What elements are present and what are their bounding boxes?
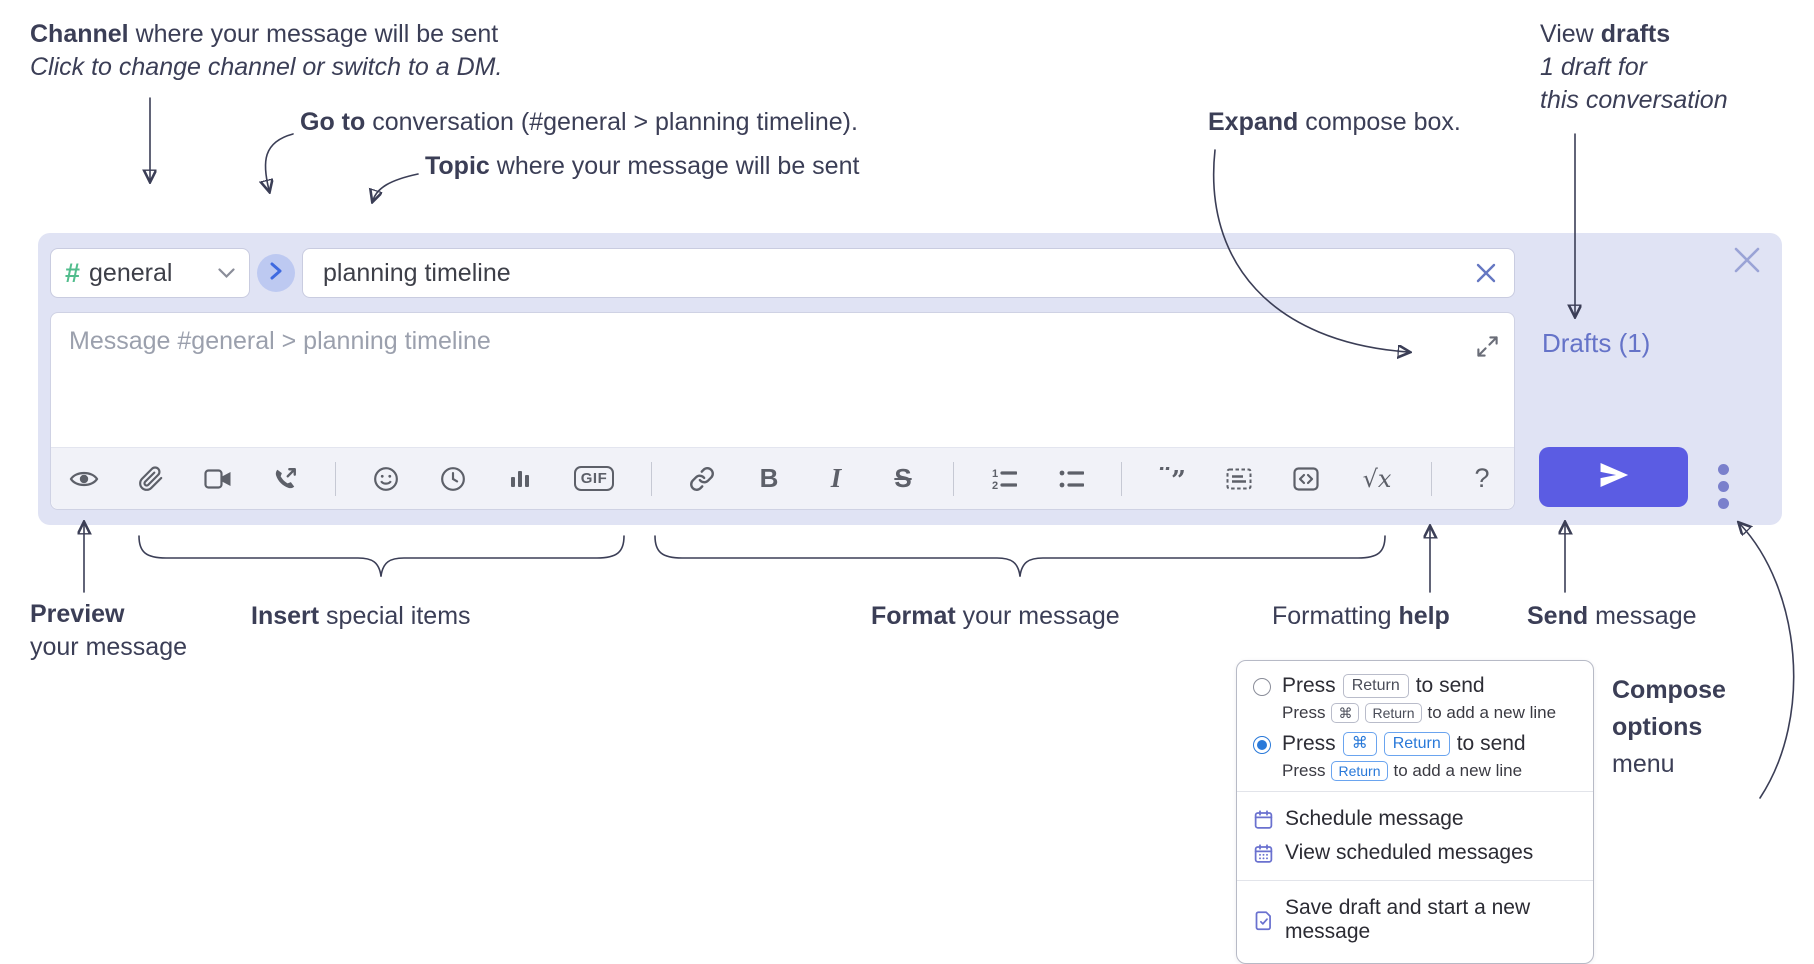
menu-divider — [1237, 791, 1593, 792]
send-button[interactable] — [1539, 447, 1688, 507]
toolbar-divider — [1431, 461, 1432, 496]
annotation-compose-options: Compose options menu — [1612, 676, 1726, 778]
numbered-list-icon[interactable]: 1 2 — [987, 462, 1021, 496]
save-draft-icon — [1255, 910, 1271, 930]
svg-text:1: 1 — [992, 468, 998, 480]
voice-call-icon[interactable] — [268, 462, 302, 496]
bold-icon[interactable]: B — [759, 463, 779, 493]
svg-text:2: 2 — [992, 480, 998, 491]
annotation-formatting-help: Formatting help — [1272, 602, 1450, 630]
annotation-format: Format your message — [871, 602, 1120, 630]
code-icon[interactable] — [1289, 462, 1323, 496]
option-enter-sends[interactable]: Press Return to send Press ⌘ Return to a… — [1253, 674, 1577, 723]
svg-text:”: ” — [1171, 467, 1186, 491]
kbd-return: Return — [1331, 761, 1388, 781]
menu-item-save-draft-new-message[interactable]: Save draft and start a new message — [1253, 891, 1577, 949]
global-time-icon[interactable] — [436, 462, 470, 496]
kbd-return: Return — [1383, 732, 1450, 756]
spoiler-icon[interactable] — [1222, 462, 1256, 496]
drafts-link[interactable]: Drafts (1) — [1542, 328, 1651, 358]
video-call-icon[interactable] — [201, 462, 235, 496]
annotation-expand: Expand compose box. — [1208, 108, 1461, 136]
annotation-go-to: Go to conversation (#general > planning … — [300, 108, 858, 136]
radio-unselected-icon[interactable] — [1253, 678, 1271, 696]
compose-box: # general Message #general > planning ti… — [38, 233, 1782, 525]
menu-item-view-scheduled-messages[interactable]: View scheduled messages — [1253, 836, 1577, 870]
close-compose-icon[interactable] — [1732, 245, 1762, 275]
option-cmd-enter-sends[interactable]: Press ⌘ Return to send Press Return to a… — [1253, 732, 1577, 781]
strikethrough-icon[interactable]: S — [894, 463, 912, 493]
channel-hash-icon: # — [65, 257, 81, 288]
compose-toolbar: GIF B I S 1 2 — [51, 447, 1514, 509]
preview-icon[interactable] — [67, 462, 101, 496]
kebab-dot — [1718, 498, 1729, 509]
annotation-preview: Preview your message — [30, 600, 188, 661]
svg-text:“: “ — [1158, 467, 1173, 489]
channel-name: general — [89, 258, 173, 287]
calendar-days-icon — [1254, 843, 1273, 863]
channel-selector[interactable]: # general — [50, 248, 250, 298]
topic-input-wrap — [302, 248, 1515, 298]
send-icon — [1597, 458, 1631, 497]
toolbar-divider — [651, 461, 652, 496]
annotation-insert: Insert special items — [251, 602, 471, 630]
topic-input[interactable] — [321, 257, 1464, 289]
go-to-conversation-button[interactable] — [257, 254, 295, 292]
kebab-dot — [1718, 464, 1729, 475]
toolbar-divider — [1121, 461, 1122, 496]
kebab-dot — [1718, 481, 1729, 492]
clear-topic-icon[interactable] — [1476, 263, 1496, 283]
message-placeholder: Message #general > planning timeline — [69, 327, 491, 355]
kbd-return: Return — [1365, 703, 1422, 723]
annotation-view-drafts: View drafts 1 draft for this conversatio… — [1540, 20, 1728, 114]
annotation-topic: Topic where your message will be sent — [425, 152, 860, 180]
math-icon[interactable]: √x — [1362, 464, 1392, 493]
expand-compose-icon[interactable] — [1476, 335, 1499, 358]
emoji-icon[interactable] — [369, 462, 403, 496]
menu-item-schedule-message[interactable]: Schedule message — [1253, 802, 1577, 836]
gif-icon[interactable]: GIF — [570, 462, 618, 496]
kbd-cmd: ⌘ — [1331, 703, 1360, 723]
quote-icon[interactable]: “ ” — [1155, 462, 1189, 496]
kbd-return: Return — [1342, 674, 1409, 698]
compose-options-menu: Press Return to send Press ⌘ Return to a… — [1236, 660, 1594, 964]
menu-divider — [1237, 880, 1593, 881]
poll-icon[interactable] — [503, 462, 537, 496]
annotation-send: Send message — [1527, 602, 1697, 630]
toolbar-divider — [335, 461, 336, 496]
link-icon[interactable] — [685, 462, 719, 496]
chevron-down-icon — [218, 267, 235, 279]
compose-options-menu-button[interactable] — [1716, 462, 1731, 511]
formatting-help-icon[interactable]: ? — [1474, 463, 1490, 493]
toolbar-divider — [953, 461, 954, 496]
annotation-channel: Channel where your message will be sent … — [30, 20, 503, 81]
message-compose-area[interactable]: Message #general > planning timeline — [50, 312, 1515, 510]
radio-selected-icon[interactable] — [1253, 736, 1271, 754]
italic-icon[interactable]: I — [830, 463, 842, 493]
calendar-icon — [1254, 809, 1273, 829]
chevron-right-icon — [270, 262, 282, 285]
bulleted-list-icon[interactable] — [1054, 462, 1088, 496]
attach-file-icon[interactable] — [134, 462, 168, 496]
kbd-cmd: ⌘ — [1342, 732, 1377, 756]
